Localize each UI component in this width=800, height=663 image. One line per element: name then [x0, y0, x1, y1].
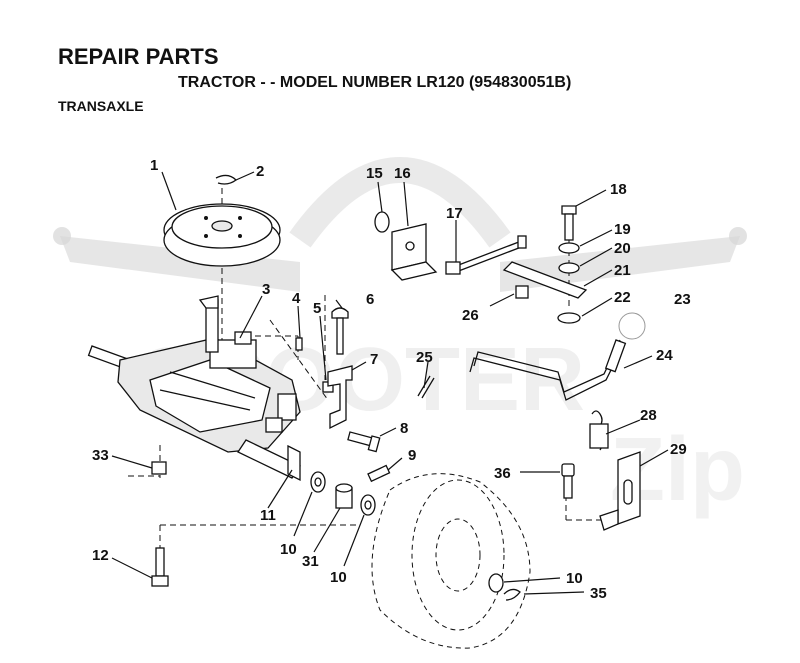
callout-26: 26: [462, 307, 479, 324]
washer-right: [488, 573, 504, 593]
callout-20: 20: [614, 240, 631, 257]
retaining-ring: [215, 174, 237, 185]
callout-2: 2: [256, 163, 264, 180]
callout-4: 4: [292, 290, 301, 307]
callout-11: 11: [260, 507, 276, 524]
transaxle-body: [87, 295, 301, 479]
pivot-bolt: [561, 463, 575, 499]
callout-8: 8: [400, 420, 408, 437]
callout-10-middle: 10: [330, 569, 347, 586]
callout-10-left: 10: [280, 541, 297, 558]
callout-5: 5: [313, 300, 321, 317]
flat-washer: [374, 211, 390, 233]
hex-bolt: [347, 431, 381, 453]
callout-25: 25: [416, 349, 433, 366]
callout-labels: 1 2 3 4 5 6 7 8 9 10 10 10 11 12 15 16 1…: [92, 157, 691, 602]
model-subtitle: TRACTOR - - MODEL NUMBER LR120 (95483005…: [178, 74, 572, 91]
callout-36: 36: [494, 465, 511, 482]
leader-lines: [111, 171, 669, 595]
callout-21: 21: [614, 262, 631, 279]
callout-22: 22: [614, 289, 631, 306]
page-title: REPAIR PARTS: [58, 44, 219, 69]
callout-35: 35: [590, 585, 607, 602]
callout-23: 23: [674, 291, 691, 308]
callout-16: 16: [394, 165, 411, 182]
callout-6: 6: [366, 291, 374, 308]
spacer-washer: [558, 262, 580, 274]
shoulder-bolt: [331, 307, 349, 355]
lock-nut: [515, 285, 529, 299]
callout-28: 28: [640, 407, 657, 424]
callout-10-right: 10: [566, 570, 583, 587]
link-plate: [502, 261, 588, 299]
key: [295, 337, 303, 351]
section-label: TRANSAXLE: [58, 98, 144, 114]
lock-washer: [558, 242, 580, 254]
callout-17: 17: [446, 205, 463, 222]
callout-15: 15: [366, 165, 383, 182]
pulley: [163, 203, 281, 267]
tension-spring: [589, 410, 609, 451]
hex-nut: [151, 461, 167, 475]
callout-29: 29: [670, 441, 687, 458]
callout-33: 33: [92, 447, 109, 464]
callout-31: 31: [302, 553, 319, 570]
axle-spacer: [335, 483, 353, 509]
callout-3: 3: [262, 281, 270, 298]
callout-18: 18: [610, 181, 627, 198]
axle-key: [287, 444, 301, 482]
callout-12: 12: [92, 547, 109, 564]
spring-pin: [367, 464, 391, 483]
bracket: [327, 365, 353, 430]
spring-bracket: [599, 451, 641, 531]
callout-24: 24: [656, 347, 673, 364]
angle-bracket: [390, 223, 438, 281]
retaining-clip: [503, 588, 521, 601]
carriage-bolt: [561, 205, 577, 241]
callout-1: 1: [150, 157, 158, 174]
tire: [371, 473, 531, 649]
knob-ball: [618, 312, 646, 340]
callout-19: 19: [614, 221, 631, 238]
control-rod: [445, 235, 527, 275]
callout-9: 9: [408, 447, 416, 464]
bottom-washer: [557, 312, 581, 324]
callout-7: 7: [370, 351, 378, 368]
mounting-bolt: [151, 547, 169, 587]
